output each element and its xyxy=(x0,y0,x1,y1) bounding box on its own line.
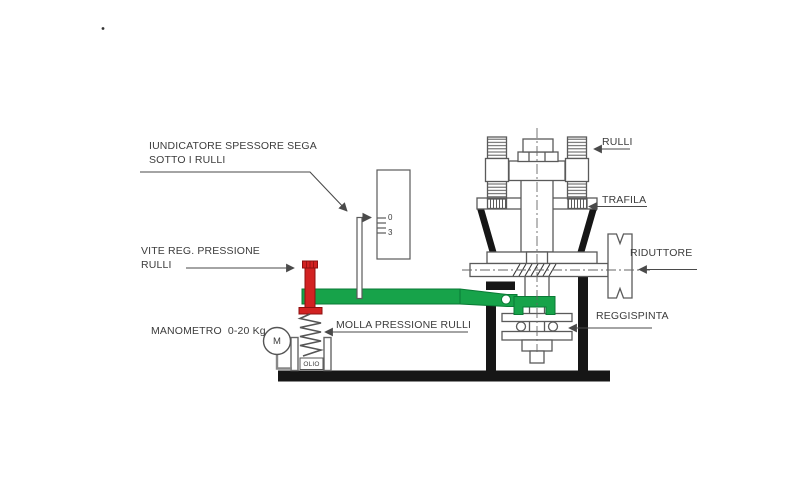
centerlines xyxy=(462,128,650,352)
pulley xyxy=(607,233,633,299)
trafila-die-right xyxy=(567,197,588,210)
cone-wall-right xyxy=(577,208,597,252)
label-indicator-line1: IUNDICATORE SPESSORE SEGA xyxy=(149,140,317,152)
trafila-die-left xyxy=(486,197,508,210)
oil-label-box xyxy=(299,357,324,370)
scale-value-bottom: 3 xyxy=(388,228,393,237)
thrust-bolt-left xyxy=(515,321,527,332)
top-cap xyxy=(522,138,554,153)
housing-left-bracket xyxy=(486,281,515,290)
roller-left-bearing xyxy=(484,157,510,183)
lever-fork xyxy=(513,296,556,315)
leader-indicator xyxy=(140,171,348,212)
manometer-gauge xyxy=(262,326,292,356)
top-nut xyxy=(517,151,559,163)
lever-bar xyxy=(301,288,461,305)
label-manometro: MANOMETRO 0-20 Kg xyxy=(151,325,266,337)
label-riduttore: RIDUTTORE xyxy=(630,247,693,259)
indicator-group xyxy=(356,169,411,300)
screw-shaft xyxy=(304,263,316,309)
roller-right-bearing xyxy=(564,157,590,183)
label-vite-line2: RULLI xyxy=(141,259,172,271)
base-plate xyxy=(278,370,610,382)
label-reggispinta: REGGISPINTA xyxy=(596,310,669,322)
pointer-rod xyxy=(356,216,363,300)
label-olio: OLIO xyxy=(303,360,320,368)
oil-pot-wall-right xyxy=(323,336,332,372)
rollers-group xyxy=(484,136,590,200)
lever-pivot-pin xyxy=(501,294,511,305)
pressure-screw-group xyxy=(298,260,323,315)
pressure-spring xyxy=(297,313,325,357)
label-molla: MOLLA PRESSIONE RULLI xyxy=(336,319,472,331)
screw-knurl xyxy=(306,261,314,268)
thrust-stem xyxy=(529,350,545,364)
indicator-plate xyxy=(376,169,411,260)
label-rulli: RULLI xyxy=(602,136,633,148)
corner-dot-mark xyxy=(101,27,105,30)
cone-wall-left xyxy=(477,208,497,252)
label-indicator-line2: SOTTO I RULLI xyxy=(149,154,226,166)
thrust-bolt-right xyxy=(547,321,559,332)
housing-left-wall xyxy=(486,305,496,372)
green-lever-group xyxy=(301,288,556,315)
machine-base-and-walls xyxy=(278,208,610,382)
screw-flange xyxy=(298,307,323,315)
manometer-letter: M xyxy=(272,336,282,347)
label-vite-line1: VITE REG. PRESSIONE xyxy=(141,245,260,257)
leader-arrows xyxy=(140,144,697,337)
housing-right-wall xyxy=(578,277,588,371)
oil-pot-wall-left xyxy=(290,336,299,372)
spring-oil-group xyxy=(262,313,332,372)
scale-value-top: 0 xyxy=(388,213,393,222)
label-trafila: TRAFILA xyxy=(602,194,647,206)
manometer-pipe xyxy=(275,355,292,370)
